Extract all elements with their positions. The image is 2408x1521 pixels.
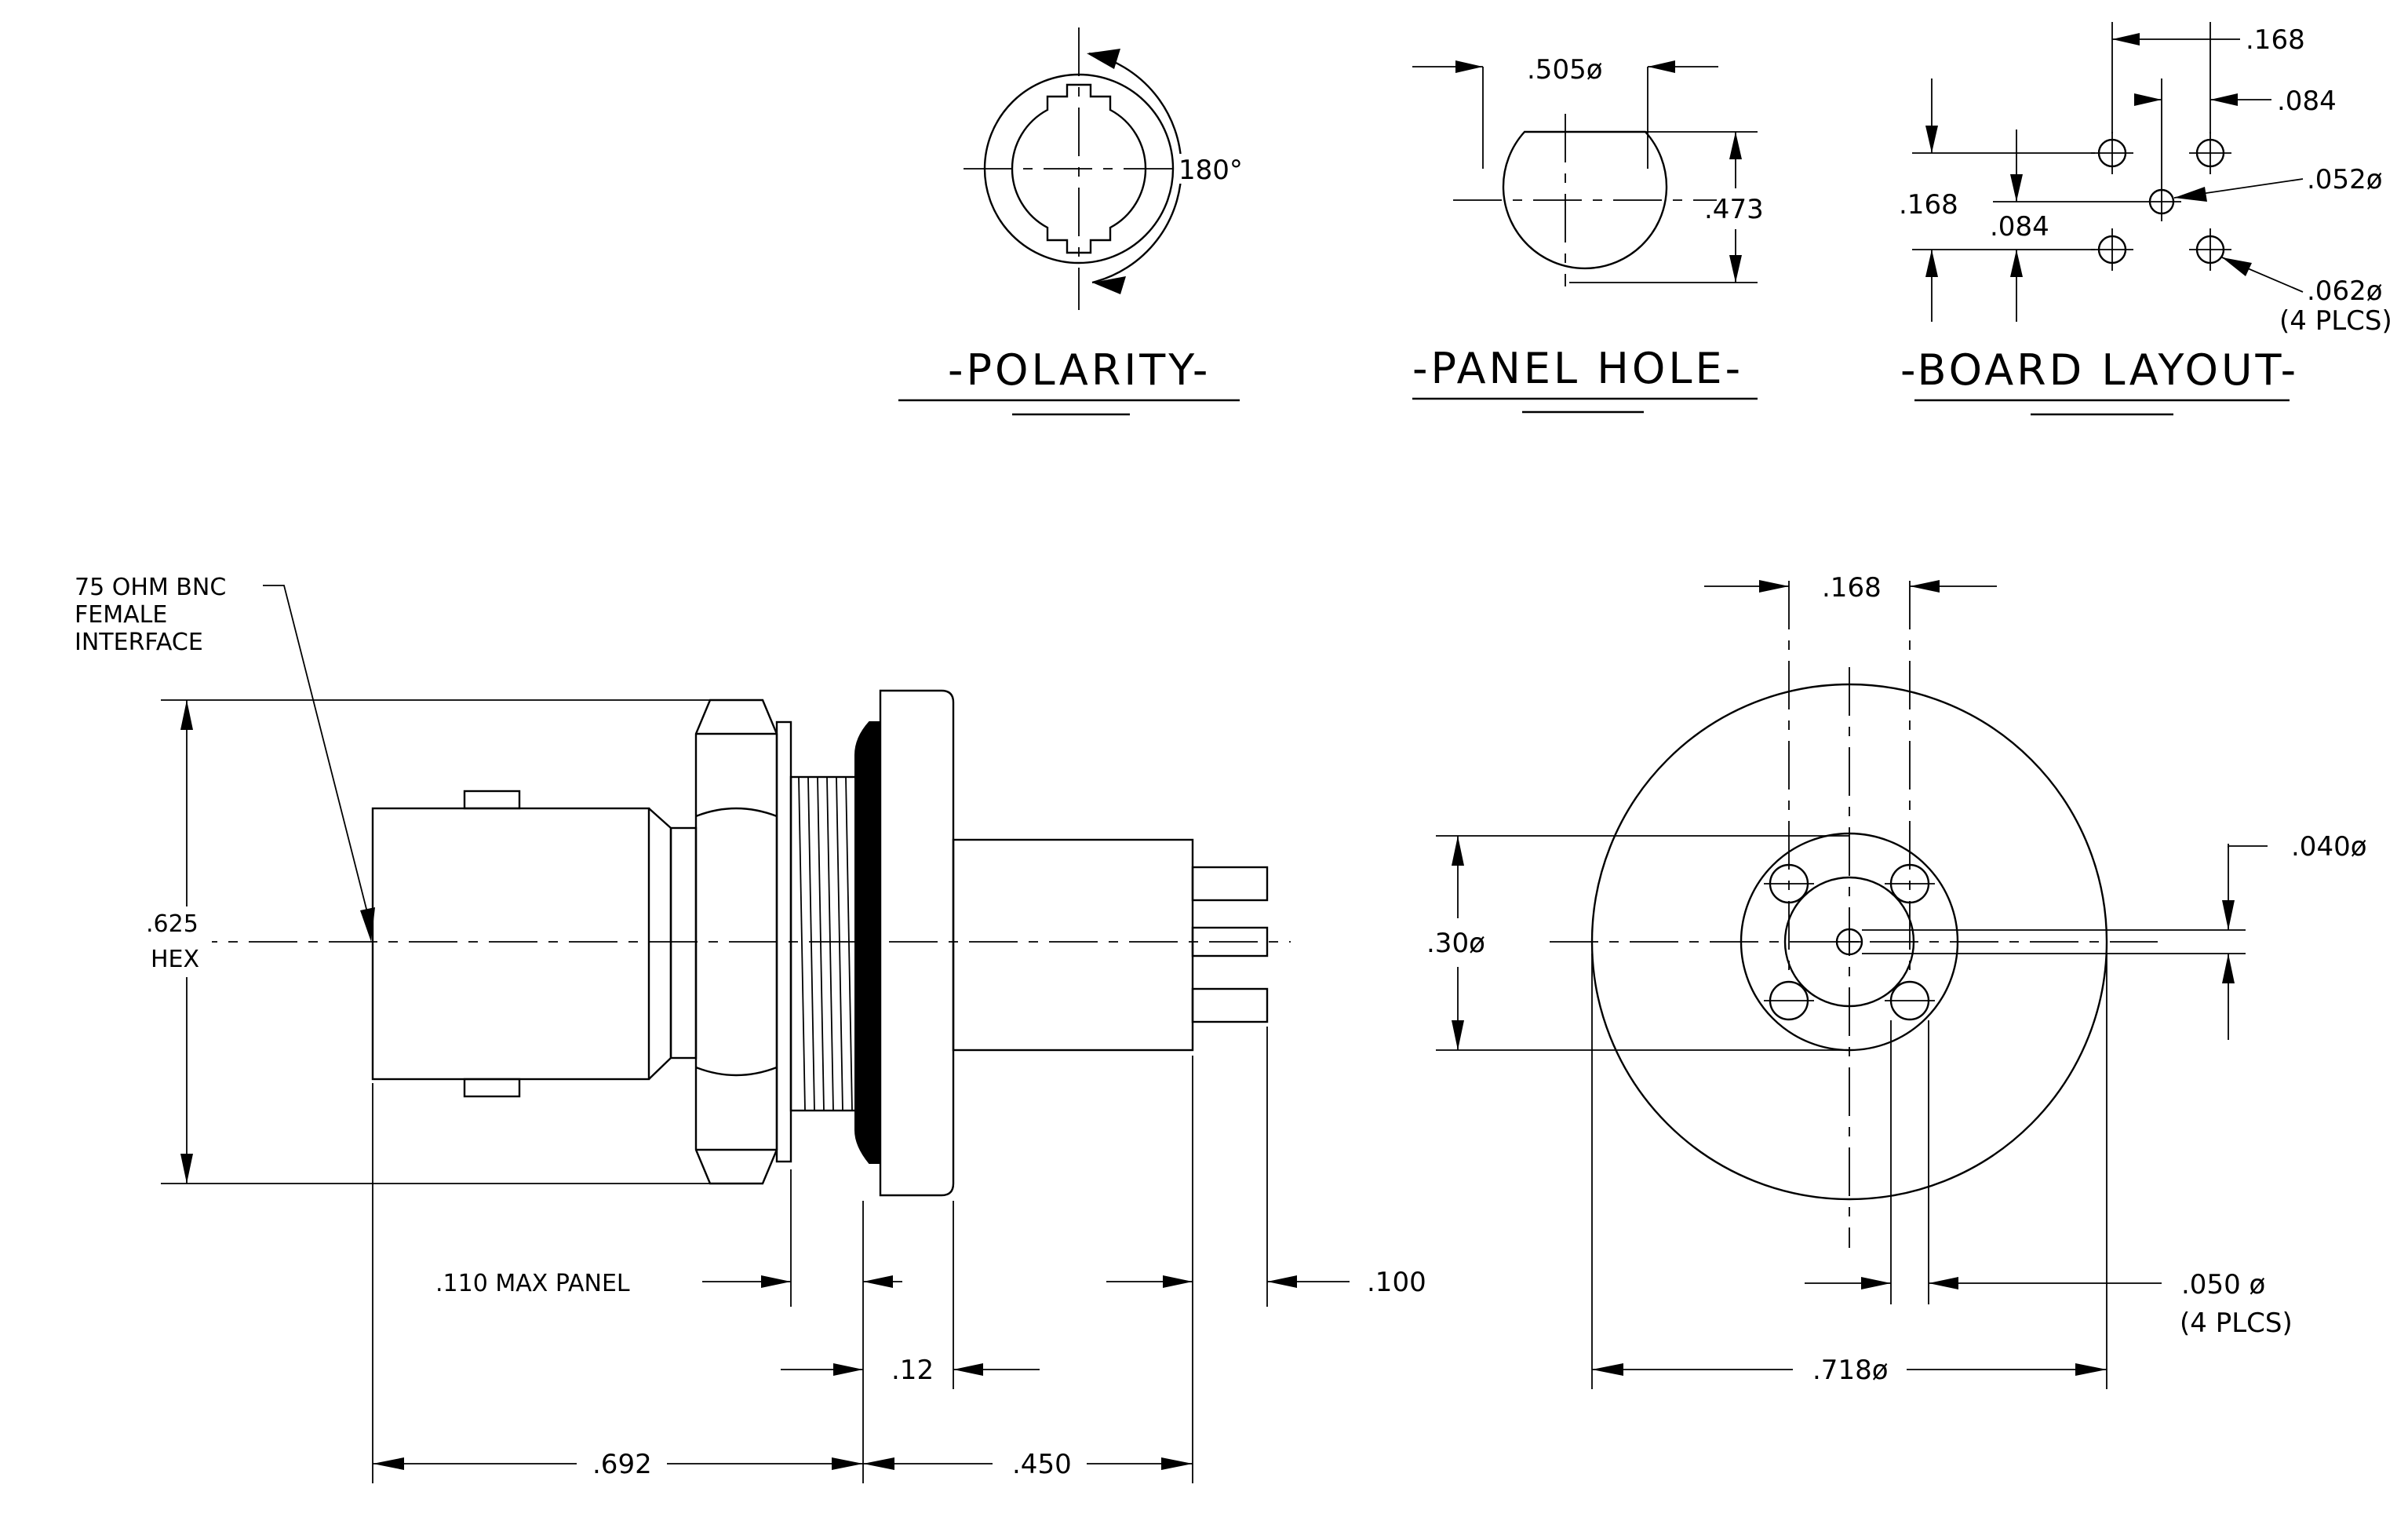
polarity-view: 180° -POLARITY-	[898, 27, 1243, 416]
pin-length-label: .100	[1367, 1267, 1426, 1298]
flange-thickness-label: .12	[891, 1355, 934, 1386]
interface-note-line1: 75 OHM BNC	[75, 574, 226, 601]
board-top-offset-label: .084	[2277, 86, 2337, 117]
panel-hole-profile	[1502, 130, 1668, 270]
polarity-angle-label: 180°	[1178, 155, 1243, 186]
hex-label: HEX	[151, 946, 199, 973]
polarity-keyed-bore	[1011, 83, 1147, 254]
pin-top	[1191, 866, 1269, 902]
gasket	[854, 721, 881, 1164]
thread-lines	[798, 776, 853, 1111]
body-diameter-label: .30ø	[1426, 928, 1485, 959]
panel-hole-view: .505ø .473 -PANEL HOLE-	[1412, 54, 1764, 414]
polarity-rotation-arc	[1088, 52, 1182, 284]
hole-diameter-label: .050 ø	[2181, 1269, 2265, 1300]
polarity-arrowhead-bottom	[1092, 276, 1126, 294]
hole-qty-label: (4 PLCS)	[2180, 1308, 2293, 1339]
panel-hole-height-label: .473	[1704, 194, 1764, 225]
board-layout-view: .168 .084 .168 .084 .052ø .062ø (4 PLCS)…	[1899, 22, 2392, 416]
pin-bottom	[1191, 987, 1269, 1023]
interface-note-line2: FEMALE	[75, 601, 167, 629]
polarity-arrowhead-top	[1087, 49, 1120, 69]
interface-note-line3: INTERFACE	[75, 629, 203, 656]
board-side-spacing-label: .168	[1899, 189, 1958, 221]
board-side-offset-label: .084	[1990, 211, 2049, 243]
threaded-shank	[789, 775, 859, 1112]
panel-thickness-note: .110 MAX PANEL	[435, 1270, 630, 1297]
hex-dimension-label: .625	[146, 910, 199, 938]
board-corner-holes-qty: (4 PLCS)	[2279, 305, 2392, 337]
panel-hole-width-label: .505ø	[1527, 54, 1603, 86]
flange-diameter-label: .718ø	[1812, 1355, 1889, 1386]
bayonet-stud-top	[463, 790, 521, 810]
pin-spacing-label: .168	[1822, 572, 1882, 604]
pin-center	[1191, 926, 1269, 957]
board-center-hole-label: .052ø	[2307, 164, 2383, 195]
hex-nut	[694, 698, 778, 1185]
side-view: 75 OHM BNC FEMALE INTERFACE .625 HEX .11…	[75, 574, 1426, 1483]
front-length-label: .692	[592, 1449, 652, 1480]
end-view: .168 .30ø .040ø .050 ø (4 PLCS)	[1422, 572, 2367, 1389]
panel-hole-title: -PANEL HOLE-	[1412, 344, 1743, 393]
bnc-body	[371, 807, 650, 1081]
rear-body	[952, 838, 1194, 1052]
rear-length-label: .450	[1012, 1449, 1072, 1480]
bayonet-stud-bottom	[463, 1078, 521, 1098]
pin-diameter-label: .040ø	[2291, 831, 2367, 863]
flange	[879, 689, 955, 1197]
board-top-spacing-label: .168	[2246, 24, 2305, 56]
polarity-title: -POLARITY-	[948, 345, 1211, 395]
board-layout-title: -BOARD LAYOUT-	[1900, 345, 2299, 395]
board-corner-holes-label: .062ø	[2307, 275, 2383, 307]
